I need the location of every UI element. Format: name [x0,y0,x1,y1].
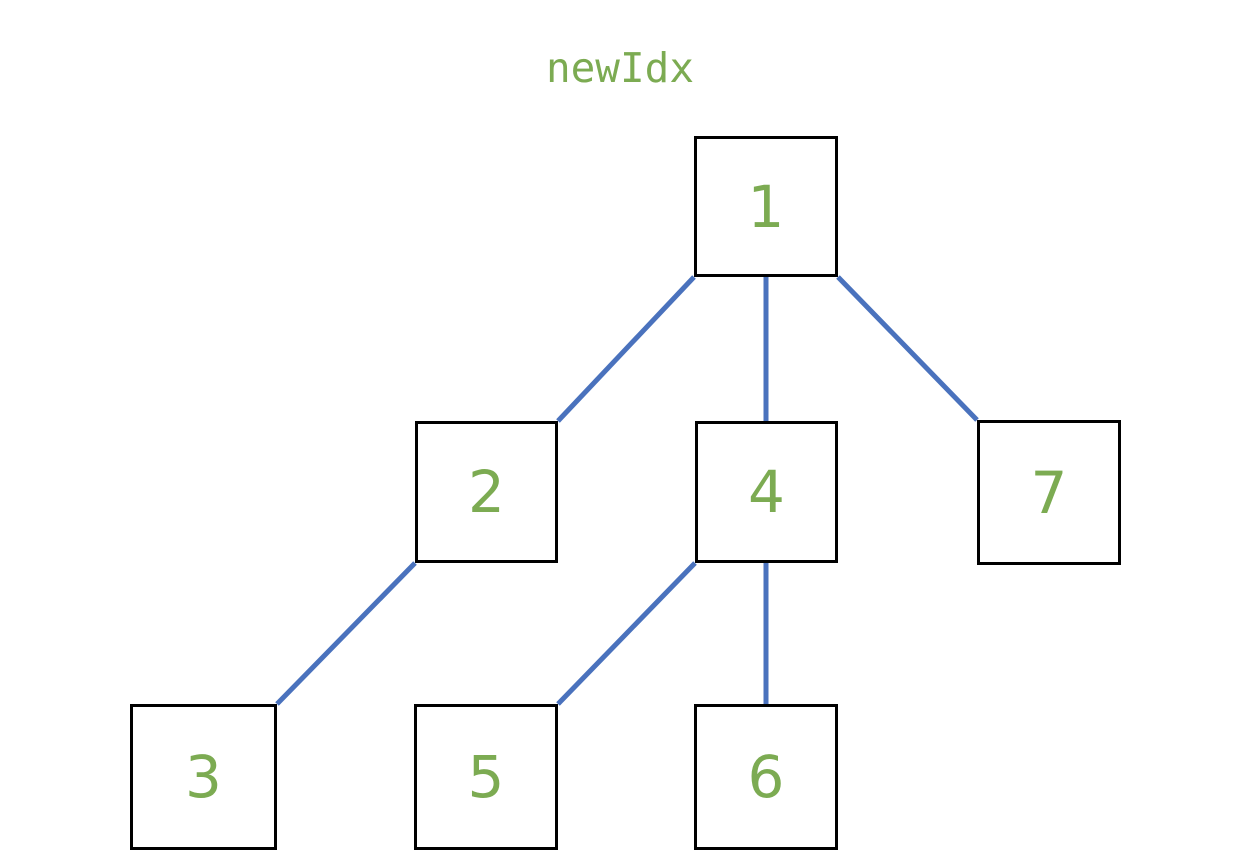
tree-node-1[interactable]: 1 [694,136,838,277]
edge-2-3 [275,561,417,706]
tree-node-label: 7 [1030,458,1068,527]
tree-node-3[interactable]: 3 [130,704,277,850]
tree-node-6[interactable]: 6 [694,704,838,850]
edge-1-7 [836,275,979,422]
page-title: newIdx [545,44,695,92]
tree-node-label: 3 [185,743,222,811]
tree-node-2[interactable]: 2 [415,421,558,563]
tree-node-4[interactable]: 4 [695,421,838,563]
tree-node-label: 2 [468,458,505,526]
tree-node-5[interactable]: 5 [414,704,558,850]
edge-1-2 [556,275,696,423]
tree-node-label: 1 [747,172,785,241]
edge-4-5 [556,561,697,706]
tree-node-label: 6 [747,743,785,811]
tree-node-7[interactable]: 7 [977,420,1121,565]
tree-node-label: 5 [467,743,505,811]
tree-node-label: 4 [748,458,785,526]
